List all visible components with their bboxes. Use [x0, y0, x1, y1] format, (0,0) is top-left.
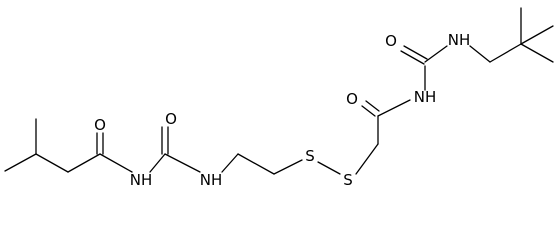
atom-s-left: S [305, 147, 315, 165]
molecule-structure-diagram: O NH O NH S S O NH O NH [4, 7, 554, 189]
bond-s-s [317, 161, 341, 175]
atom-nh-urea-right: NH [448, 31, 471, 49]
bond-methyl-a [4, 153, 37, 172]
atom-label-layer: O NH O NH S S O NH O NH [94, 31, 470, 189]
bond-layer [4, 7, 554, 175]
bond-ch-ch2 [35, 153, 69, 173]
bond-carbonyl-right-nh [377, 99, 411, 117]
bond-nh-ch2-neopentyl [469, 45, 491, 63]
atom-o-ketone-left: O [94, 116, 106, 134]
bond-ch2-carbonyl [67, 153, 101, 173]
atom-nh-acyl-right: NH [414, 88, 437, 106]
bond-urea-right-nh [424, 45, 448, 63]
bond-urea-c-nh [164, 153, 201, 173]
bond-urea-right-o-1 [400, 50, 425, 65]
bond-carbonyl-nh [99, 153, 133, 173]
bond-quat-me-right [520, 25, 554, 45]
atom-nh-acyl-left: NH [130, 171, 153, 189]
bond-carbonyl-right-o-1 [361, 105, 376, 117]
bond-ch2-quat-c [489, 43, 522, 63]
bond-quat-me-bottom [520, 43, 554, 63]
atom-nh-urea-left: NH [200, 171, 223, 189]
atom-o-urea-right: O [385, 32, 397, 50]
bond-nh-ch2 [221, 153, 239, 173]
bond-carbonyl-right-o-2 [365, 100, 380, 112]
bond-ch2-ch2 [237, 153, 275, 175]
atom-o-ketone-right: O [346, 90, 358, 108]
bond-nh-urea-c [149, 153, 166, 173]
bond-ch2-s [273, 159, 303, 175]
atom-s-right: S [343, 171, 353, 189]
bond-urea-right-o-2 [403, 45, 428, 60]
atom-o-urea-left: O [165, 110, 177, 128]
bond-s-ch2 [355, 143, 379, 175]
